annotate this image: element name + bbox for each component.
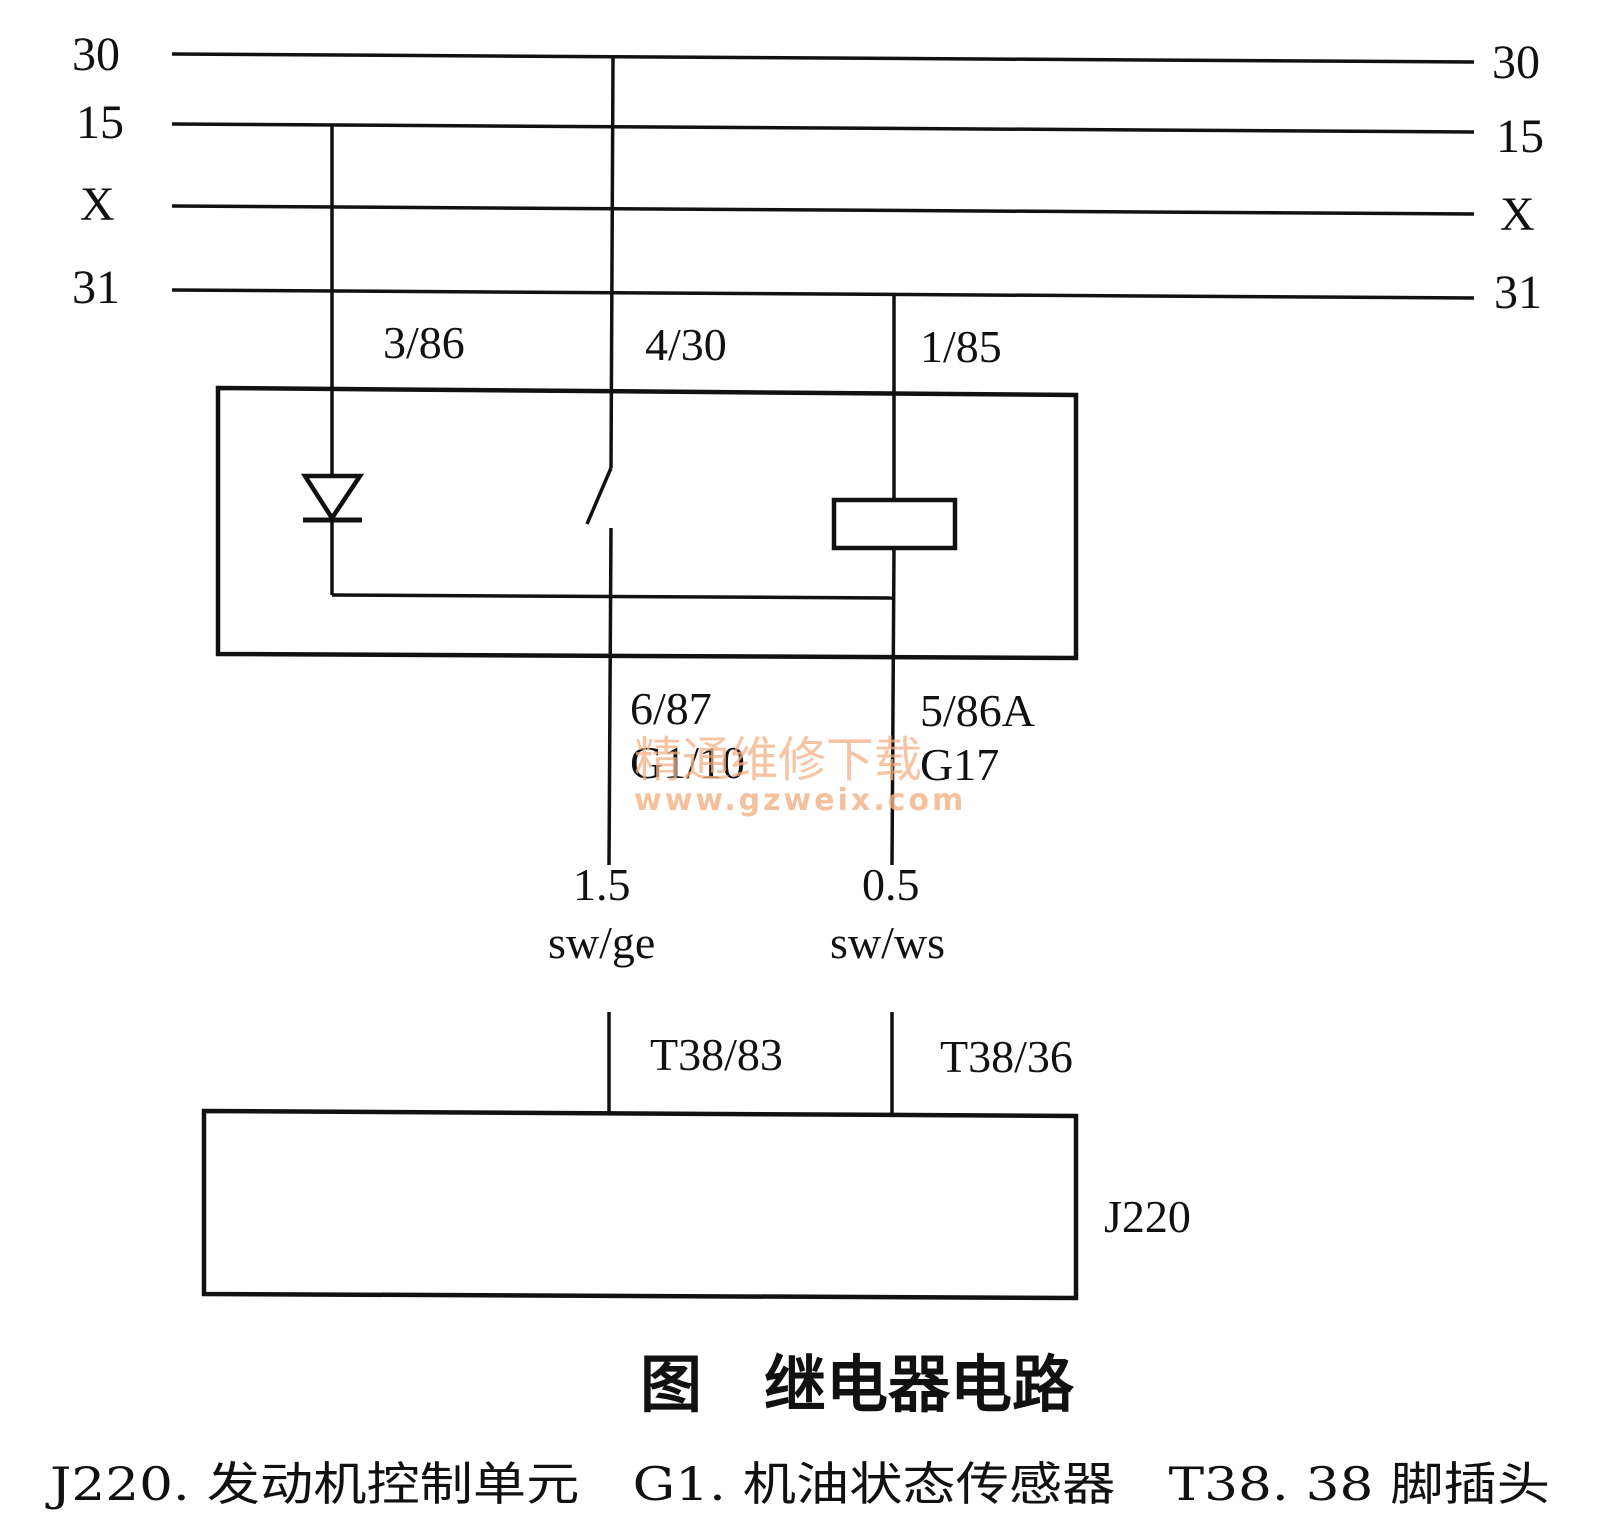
figure-title: 图 继电器电路 bbox=[640, 1348, 1075, 1421]
ecu-label: J220 bbox=[1104, 1191, 1191, 1242]
wire-pin-87 bbox=[607, 527, 613, 866]
wire-gauge-left: 1.5 bbox=[573, 859, 631, 910]
connector-label-t38-36: T38/36 bbox=[940, 1031, 1073, 1082]
ecu-box-j220 bbox=[201, 1108, 1079, 1301]
rail-x bbox=[171, 204, 1475, 216]
pin-label-4-30: 4/30 bbox=[645, 319, 727, 370]
rail-label-left-15: 15 bbox=[76, 96, 124, 149]
component-label-g17: G17 bbox=[920, 739, 999, 790]
diode-icon bbox=[300, 473, 365, 523]
supply-rails bbox=[171, 52, 1475, 300]
wire-pin-86a bbox=[890, 547, 896, 866]
relay-box bbox=[215, 385, 1079, 661]
wire-internal-bottom bbox=[331, 593, 896, 600]
rail-label-left-x: X bbox=[80, 178, 115, 231]
wire-pin-30 bbox=[609, 57, 615, 469]
switch-contact-icon bbox=[585, 467, 613, 525]
watermark-url: www.gzweix.com bbox=[634, 783, 966, 818]
figure-legend: J220. 发动机控制单元 G1. 机油状态传感器 T38. 38 脚插头 bbox=[45, 1457, 1550, 1511]
rail-31 bbox=[171, 288, 1475, 300]
rail-label-left-31: 31 bbox=[72, 261, 120, 314]
rail-label-right-15: 15 bbox=[1496, 110, 1544, 163]
watermark-text: 精通维修下载 bbox=[634, 732, 922, 788]
rail-label-left-30: 30 bbox=[72, 28, 120, 81]
rail-label-right-31: 31 bbox=[1494, 266, 1542, 319]
rail-15 bbox=[171, 122, 1475, 134]
rail-label-right-30: 30 bbox=[1492, 36, 1540, 89]
rail-label-right-x: X bbox=[1500, 188, 1535, 241]
pin-label-3-86: 3/86 bbox=[383, 317, 465, 368]
pin-label-5-86a: 5/86A bbox=[920, 685, 1035, 736]
connector-label-t38-83: T38/83 bbox=[650, 1029, 783, 1080]
pin-label-1-85: 1/85 bbox=[920, 321, 1002, 372]
component-label-g1-10: G1/10 bbox=[630, 737, 745, 788]
wire-color-left: sw/ge bbox=[548, 917, 655, 968]
relay-coil-icon bbox=[831, 497, 958, 551]
rail-30 bbox=[171, 52, 1475, 64]
wire-gauge-right: 0.5 bbox=[862, 859, 920, 910]
wire-color-right: sw/ws bbox=[830, 917, 945, 968]
pin-label-6-87: 6/87 bbox=[630, 683, 712, 734]
